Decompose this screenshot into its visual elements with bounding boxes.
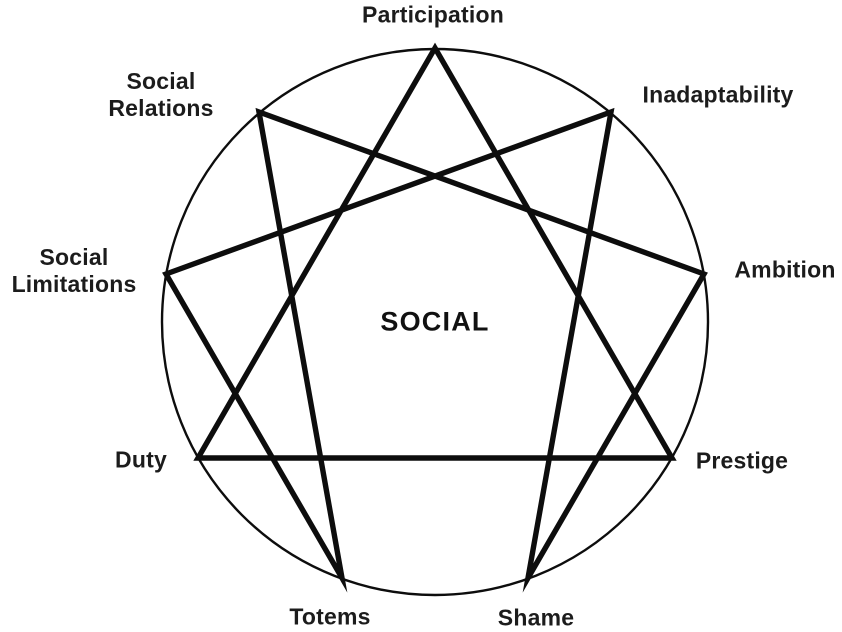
label-inadaptability: Inadaptability: [642, 81, 794, 108]
label-totems: Totems: [289, 603, 371, 630]
center-title: SOCIAL: [380, 306, 490, 337]
enneagram-triangle: [193, 42, 677, 461]
enneagram-hexad: [162, 107, 708, 593]
label-social-limitations: Social Limitations: [11, 243, 137, 297]
label-duty: Duty: [115, 446, 167, 473]
label-shame: Shame: [497, 604, 575, 631]
label-ambition: Ambition: [734, 256, 836, 283]
label-prestige: Prestige: [695, 447, 789, 474]
label-social-relations: Social Relations: [108, 67, 214, 121]
label-participation: Participation: [362, 1, 504, 28]
